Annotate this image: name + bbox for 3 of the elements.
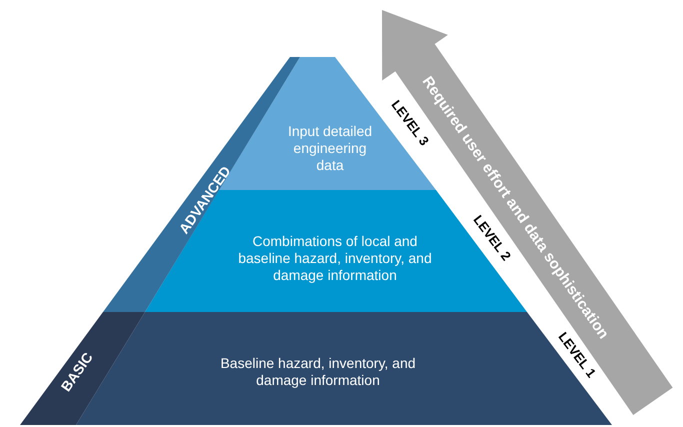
tier-text: Input detailed engineering data [286,122,374,174]
tier-text: Baseline hazard, inventory, and damage information [219,355,417,389]
tier-text: Combimations of local and baseline hazard, inventory, and damage information [237,232,433,284]
